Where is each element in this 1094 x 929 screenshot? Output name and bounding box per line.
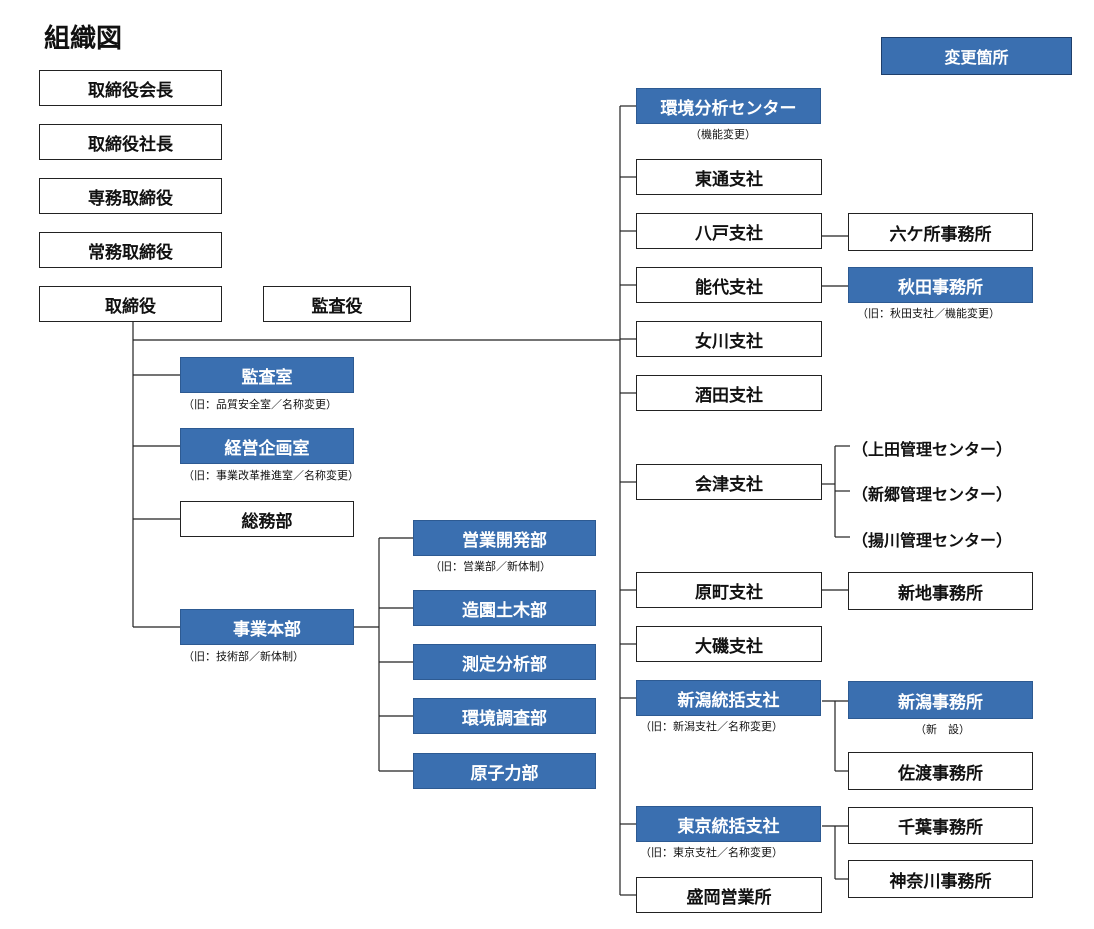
note-env-analysis-center: （機能変更） — [690, 128, 756, 141]
box-auditor: 監査役 — [263, 286, 411, 322]
note-niigata-regional-branch: （旧：新潟支社／名称変更） — [640, 720, 783, 733]
box-senior-md: 専務取締役 — [39, 178, 222, 214]
box-sales-development: 営業開発部 — [413, 520, 596, 556]
legend-changed: 変更箇所 — [881, 37, 1072, 75]
note-akita-office: （旧：秋田支社／機能変更） — [857, 307, 1000, 320]
box-corporate-planning: 経営企画室 — [180, 428, 354, 464]
box-managing-director: 常務取締役 — [39, 232, 222, 268]
box-rokkasho-office: 六ケ所事務所 — [848, 213, 1033, 251]
box-sakata-branch: 酒田支社 — [636, 375, 822, 411]
page-title: 組織図 — [44, 24, 123, 54]
box-shinchi-office: 新地事務所 — [848, 572, 1033, 610]
box-tokyo-regional-branch: 東京統括支社 — [636, 806, 821, 842]
box-landscape-civil: 造園土木部 — [413, 590, 596, 626]
box-noshiro-branch: 能代支社 — [636, 267, 822, 303]
box-audit-office: 監査室 — [180, 357, 354, 393]
note-audit-office: （旧：品質安全室／名称変更） — [183, 398, 337, 411]
box-business-division: 事業本部 — [180, 609, 354, 645]
note-business-division: （旧：技術部／新体制） — [183, 650, 304, 663]
note-niigata-office: （新 設） — [915, 723, 970, 736]
box-haramachi-branch: 原町支社 — [636, 572, 822, 608]
box-environmental-survey: 環境調査部 — [413, 698, 596, 734]
label-ueda-center: （上田管理センター） — [852, 440, 1013, 459]
note-tokyo-regional-branch: （旧：東京支社／名称変更） — [640, 846, 783, 859]
box-director: 取締役 — [39, 286, 222, 322]
box-aizu-branch: 会津支社 — [636, 464, 822, 500]
label-shingo-center: （新郷管理センター） — [852, 485, 1013, 504]
box-president: 取締役社長 — [39, 124, 222, 160]
box-niigata-office: 新潟事務所 — [848, 681, 1033, 719]
box-higashidori-branch: 東通支社 — [636, 159, 822, 195]
box-niigata-regional-branch: 新潟統括支社 — [636, 680, 821, 716]
box-morioka-sales-office: 盛岡営業所 — [636, 877, 822, 913]
box-sado-office: 佐渡事務所 — [848, 752, 1033, 790]
box-nuclear: 原子力部 — [413, 753, 596, 789]
box-general-affairs: 総務部 — [180, 501, 354, 537]
box-onagawa-branch: 女川支社 — [636, 321, 822, 357]
box-measurement-analysis: 測定分析部 — [413, 644, 596, 680]
box-chiba-office: 千葉事務所 — [848, 807, 1033, 844]
box-env-analysis-center: 環境分析センター — [636, 88, 821, 124]
box-akita-office: 秋田事務所 — [848, 267, 1033, 303]
label-agekawa-center: （揚川管理センター） — [852, 531, 1013, 550]
note-sales-development: （旧：営業部／新体制） — [430, 560, 551, 573]
box-oiso-branch: 大磯支社 — [636, 626, 822, 662]
note-corporate-planning: （旧：事業改革推進室／名称変更） — [183, 469, 359, 482]
box-chairman: 取締役会長 — [39, 70, 222, 106]
box-kanagawa-office: 神奈川事務所 — [848, 860, 1033, 898]
box-hachinohe-branch: 八戸支社 — [636, 213, 822, 249]
